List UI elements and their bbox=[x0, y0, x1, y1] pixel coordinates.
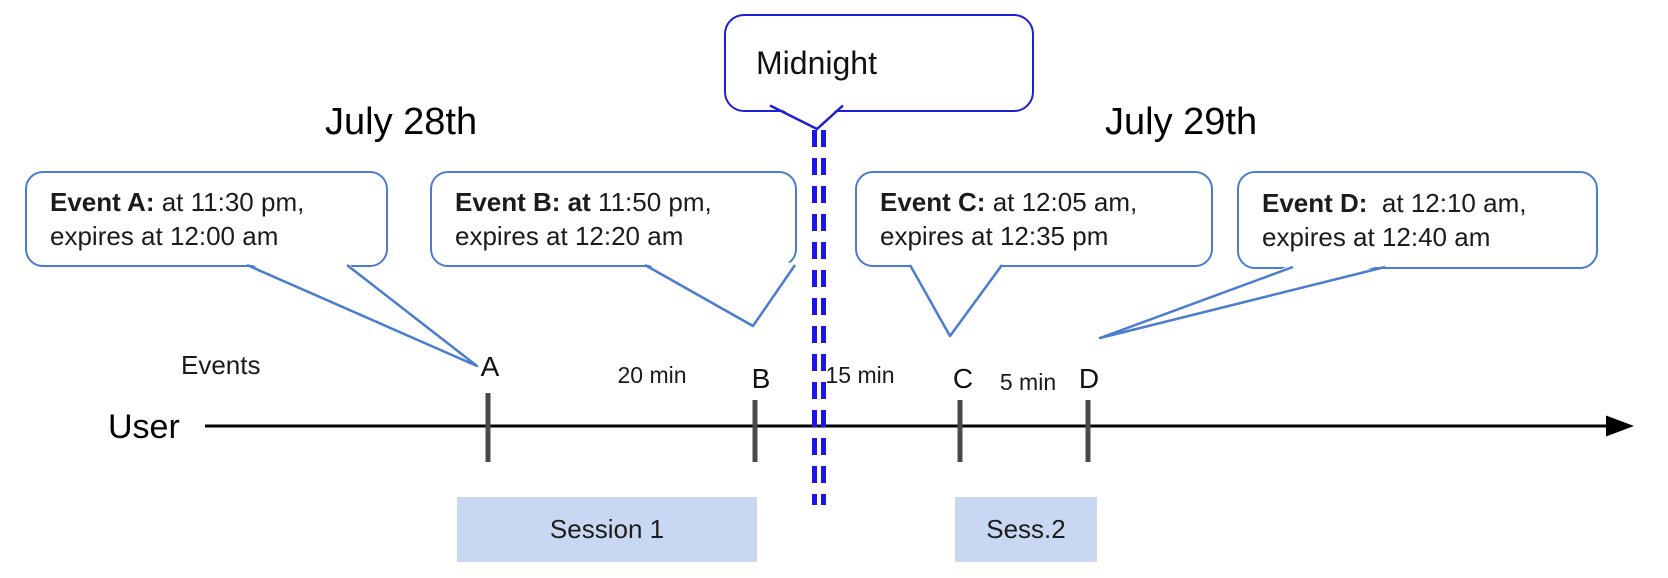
tick-label-b: B bbox=[751, 363, 771, 394]
events-axis-label: Events bbox=[181, 350, 261, 380]
tick-label-c: C bbox=[952, 363, 974, 394]
session-2-box: Sess.2 bbox=[955, 497, 1097, 562]
bubble-d-tail-fill bbox=[1100, 264, 1385, 338]
session-1-box: Session 1 bbox=[457, 497, 757, 562]
session-2-label: Sess.2 bbox=[986, 514, 1066, 544]
midnight-callout: Midnight bbox=[724, 14, 1034, 112]
event-b-line1: Event B: at 11:50 pm, bbox=[455, 187, 712, 217]
tick-label-a: A bbox=[480, 351, 500, 382]
bubble-a-tail bbox=[246, 263, 479, 368]
event-d-line1: Event D: at 12:10 am, bbox=[1262, 188, 1527, 218]
bubble-c-tail bbox=[908, 264, 1004, 338]
interval-5min: 5 min bbox=[999, 369, 1057, 395]
bubble-b-tail bbox=[644, 263, 797, 328]
date-title-july-28: July 28th bbox=[325, 101, 478, 143]
event-d-bubble: Event D: at 12:10 am, expires at 12:40 a… bbox=[1237, 171, 1598, 269]
bubble-d-tail bbox=[1098, 265, 1386, 340]
event-b-line2: expires at 12:20 am bbox=[455, 221, 684, 251]
event-a-line1: Event A: at 11:30 pm, bbox=[50, 187, 305, 217]
timeline-arrowhead-icon bbox=[1606, 415, 1634, 437]
event-c-line2: expires at 12:35 pm bbox=[880, 221, 1109, 251]
event-a-bubble: Event A: at 11:30 pm, expires at 12:00 a… bbox=[25, 171, 388, 267]
session-1-label: Session 1 bbox=[549, 514, 665, 544]
event-b-bubble: Event B: at 11:50 pm, expires at 12:20 a… bbox=[430, 171, 797, 267]
tick-label-d: D bbox=[1078, 363, 1100, 394]
date-title-july-29: July 29th bbox=[1105, 101, 1258, 143]
interval-15min: 15 min bbox=[825, 362, 895, 388]
bubble-a-tail-fill bbox=[247, 262, 477, 366]
user-axis-label: User bbox=[108, 408, 180, 446]
bubble-b-tail-fill bbox=[645, 262, 795, 326]
event-c-line1: Event C: at 12:05 am, bbox=[880, 187, 1138, 217]
interval-20min: 20 min bbox=[617, 362, 687, 388]
event-c-bubble: Event C: at 12:05 am, expires at 12:35 p… bbox=[855, 171, 1213, 267]
event-a-line2: expires at 12:00 am bbox=[50, 221, 279, 251]
midnight-label: Midnight bbox=[756, 44, 877, 81]
bubble-c-tail-fill bbox=[910, 262, 1002, 336]
event-d-line2: expires at 12:40 am bbox=[1262, 222, 1491, 252]
